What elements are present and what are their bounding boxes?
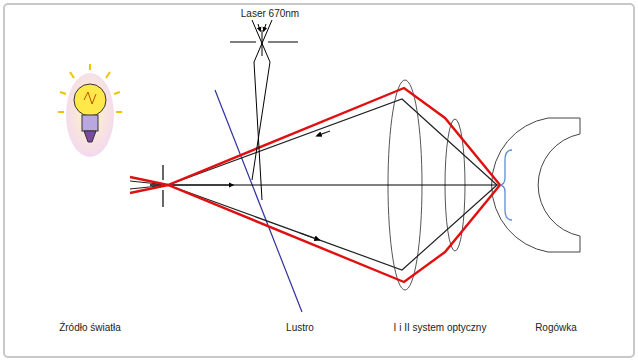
optical-axis (150, 185, 498, 186)
mirror (215, 90, 302, 312)
mirror-label: Lustro (286, 322, 314, 333)
red-beam (130, 88, 500, 282)
bracket (499, 150, 512, 220)
laser-beam (230, 20, 298, 200)
laser-label: Laser 670nm (241, 8, 299, 19)
frame (4, 4, 634, 357)
optics-label: I i II system optyczny (394, 322, 487, 333)
cornea (492, 118, 580, 252)
cornea-label: Rogówka (535, 322, 577, 333)
source-label: Źródło światła (59, 322, 121, 333)
light-bulb (58, 64, 122, 157)
